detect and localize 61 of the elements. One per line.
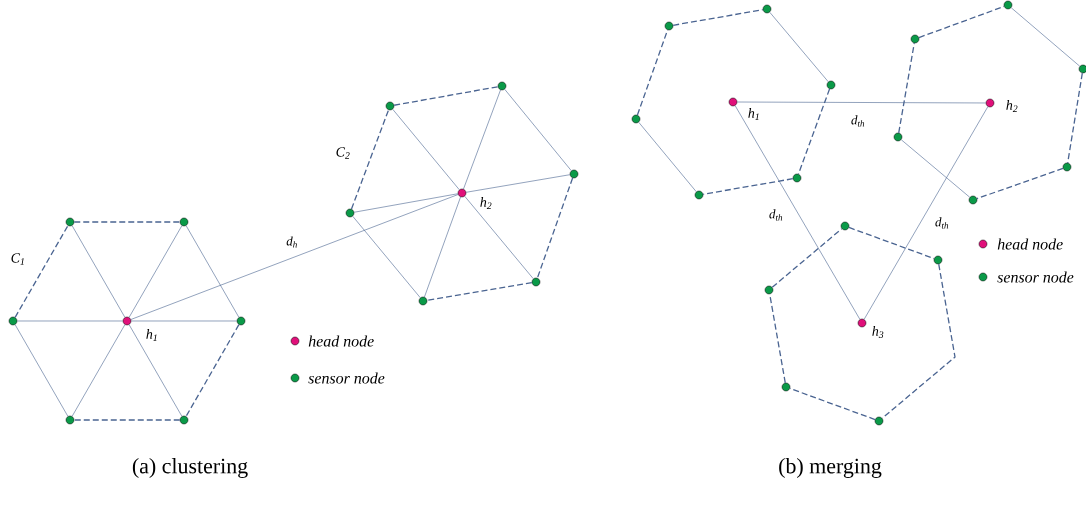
dashed-line	[976, 167, 1064, 200]
dashed-line	[426, 282, 533, 301]
node-label: h$_{2}$	[1006, 100, 1018, 112]
dashed-line	[918, 5, 1005, 39]
line	[463, 89, 501, 190]
edge-label: d$_{th}$	[851, 115, 865, 127]
dashed-line	[797, 88, 831, 175]
edge-label: d$_{th}$	[935, 217, 949, 229]
dashed-line	[789, 387, 876, 421]
line	[736, 101, 987, 104]
line	[128, 225, 183, 318]
dashed-line	[73, 419, 181, 421]
line	[130, 194, 459, 320]
edge-label: d$_{h}$	[286, 236, 297, 248]
line	[352, 215, 421, 299]
line	[71, 225, 126, 318]
line	[900, 139, 971, 198]
line	[185, 225, 240, 318]
line	[71, 324, 126, 417]
caption: (b) merging	[779, 458, 882, 478]
node-label: h$_{1}$	[748, 108, 759, 120]
node-label: h$_{2}$	[480, 197, 492, 209]
sensor-node-dot	[1078, 64, 1086, 74]
line	[769, 11, 829, 83]
dashed-line	[898, 42, 915, 134]
dashed-line	[536, 177, 574, 279]
dashed-line	[672, 9, 764, 26]
node-label: h$_{3}$	[872, 326, 884, 338]
line	[504, 89, 572, 171]
dashed-line	[1067, 72, 1083, 164]
line	[16, 320, 124, 322]
dashed-line	[73, 221, 181, 223]
caption: (a) clustering	[132, 458, 248, 478]
dashed-line	[881, 263, 956, 419]
edge-label: d$_{th}$	[769, 209, 783, 221]
dashed-line	[350, 109, 390, 210]
legend-label: sensor node	[308, 372, 385, 384]
legend-label: sensor node	[997, 271, 1074, 283]
dashed-line	[185, 324, 240, 417]
node-label: h$_{1}$	[146, 329, 157, 341]
line	[130, 320, 238, 322]
line	[638, 121, 697, 192]
line	[392, 108, 460, 190]
legend-label: head node	[997, 238, 1063, 250]
dashed-line	[14, 225, 69, 318]
legend-label: head node	[308, 335, 374, 347]
line	[863, 106, 989, 320]
cluster-label: C$_{1}$	[11, 253, 24, 265]
line	[128, 324, 183, 417]
line	[424, 196, 461, 298]
dashed-line	[848, 226, 935, 260]
line	[353, 193, 459, 213]
line	[14, 324, 69, 417]
line	[734, 105, 861, 320]
dashed-line	[702, 178, 794, 195]
line	[464, 195, 534, 280]
cluster-label: C$_{2}$	[336, 147, 350, 159]
dashed-line	[393, 86, 499, 106]
line	[1010, 7, 1081, 67]
dashed-line	[771, 228, 843, 288]
line	[465, 174, 571, 193]
